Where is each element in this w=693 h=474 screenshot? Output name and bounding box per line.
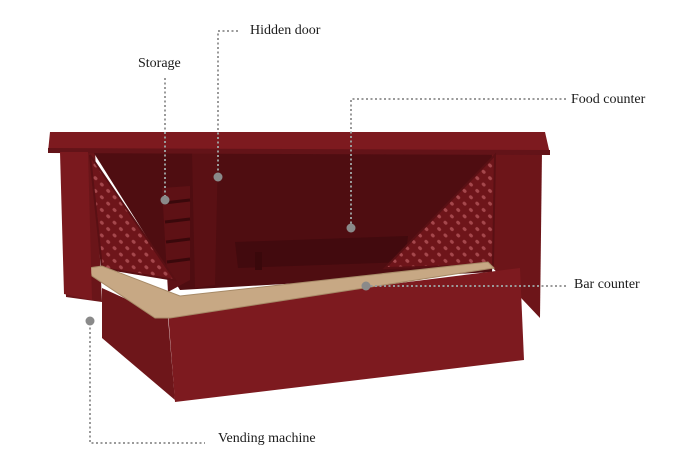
food-counter-step: [235, 236, 408, 268]
hidden-door-panel: [192, 152, 218, 288]
hidden-door-leader: [217, 30, 238, 176]
hidden-door-marker: [213, 172, 223, 182]
storage-shelves: [162, 186, 191, 292]
vending-machine-marker: [85, 316, 95, 326]
storage-marker: [160, 195, 170, 205]
kiosk-model: [48, 132, 550, 402]
storage-label: Storage: [138, 56, 181, 71]
vending-machine-label: Vending machine: [218, 431, 316, 446]
food-counter-marker: [346, 223, 356, 233]
left-lattice-panel: [89, 154, 178, 282]
leader-lines: [89, 30, 566, 444]
roof-edge: [48, 148, 550, 155]
right-lattice-panel: [382, 152, 497, 270]
bar-counter-top: [87, 261, 496, 319]
food-counter-step-front: [255, 252, 262, 270]
food-counter-label: Food counter: [571, 92, 646, 107]
bar-counter-label: Bar counter: [574, 277, 640, 292]
callout-markers: [85, 172, 371, 326]
hidden-door-label: Hidden door: [250, 23, 321, 38]
left-wing-front: [60, 152, 92, 300]
bar-counter-marker: [361, 281, 371, 291]
